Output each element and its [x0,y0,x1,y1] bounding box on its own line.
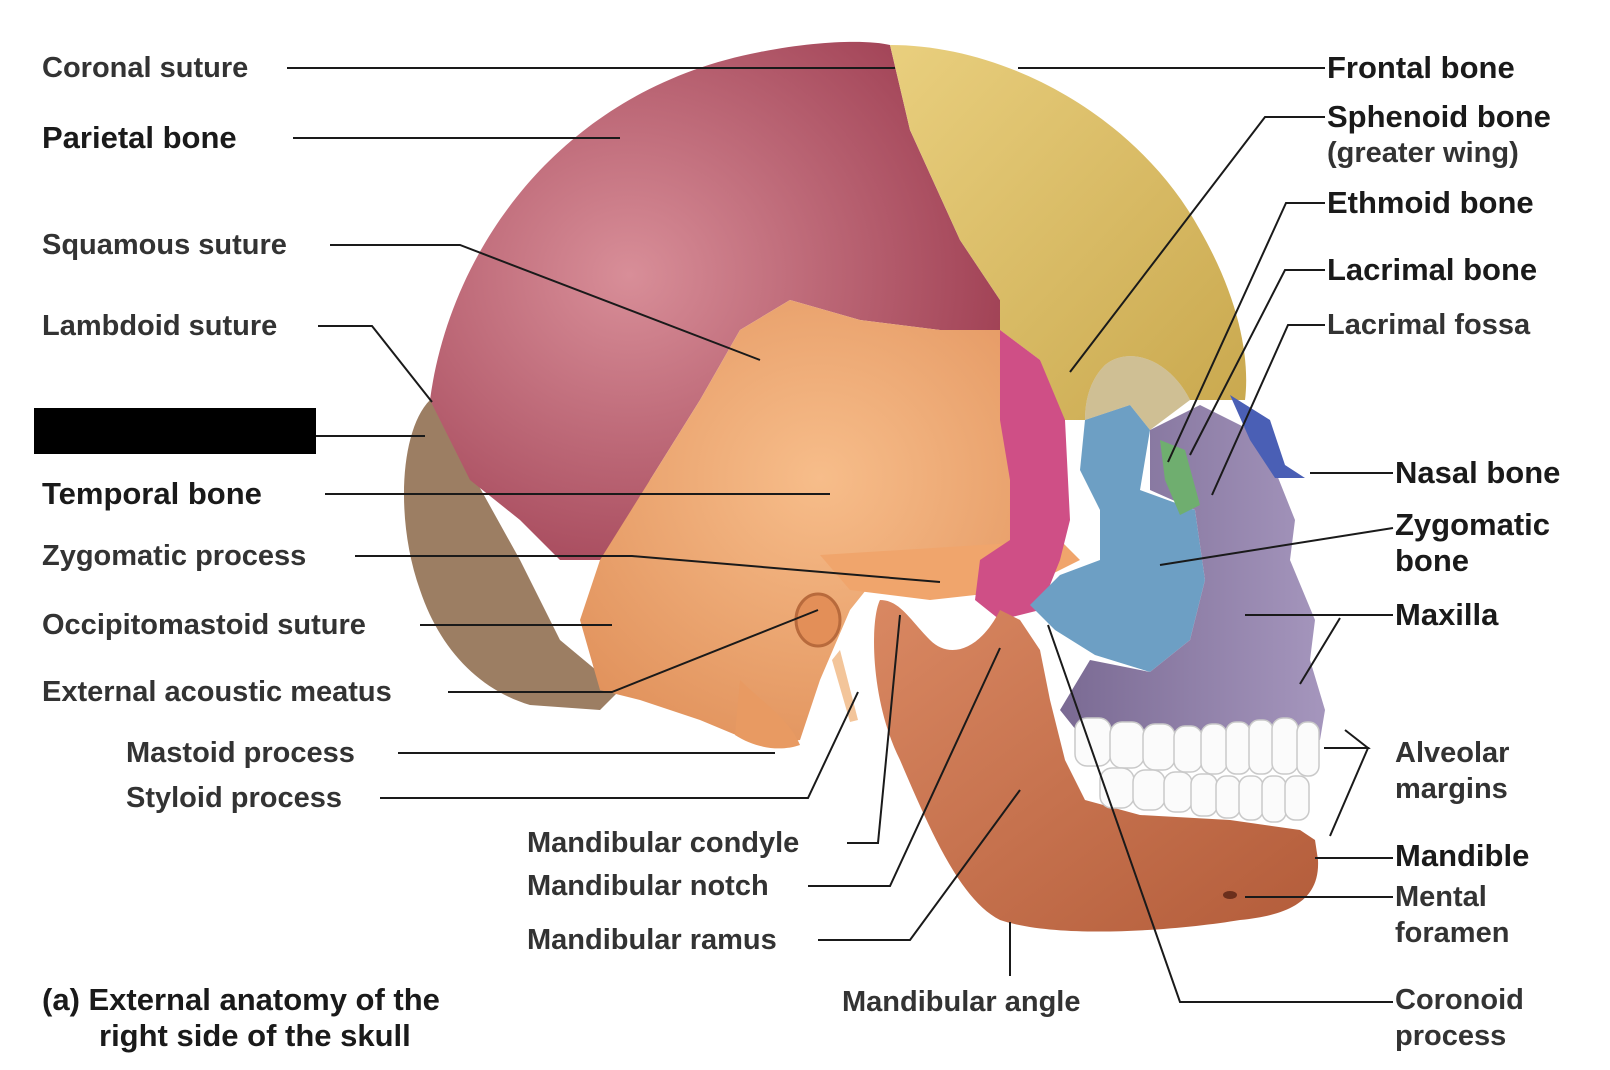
label-mandibular-notch: Mandibular notch [527,870,769,902]
figure-caption: (a) External anatomy of the right side o… [42,982,440,1054]
redacted-label [34,408,316,454]
label-alveolar-line1: Alveolar [1395,737,1510,769]
orbit-shadow [1085,356,1190,430]
external-acoustic-meatus-shape [794,592,842,648]
label-mastoid-process: Mastoid process [126,737,355,769]
sphenoid-bone [975,330,1070,620]
label-coronoid-line1: Coronoid [1395,984,1524,1016]
caption-line1: (a) External anatomy of the [42,982,440,1017]
label-occipitomastoid-suture: Occipitomastoid suture [42,609,366,641]
label-frontal-bone: Frontal bone [1327,50,1515,85]
label-mandibular-angle: Mandibular angle [842,986,1081,1018]
label-mental-line1: Mental [1395,881,1487,913]
label-mandible: Mandible [1395,838,1530,873]
leader-lines-left [287,67,1021,976]
caption-line2: right side of the skull [99,1018,411,1053]
label-zygomatic-process: Zygomatic process [42,540,307,572]
zygomatic-bone [1030,405,1205,672]
label-zygomatic-bone-line2: bone [1395,543,1470,578]
label-lacrimal-bone: Lacrimal bone [1327,252,1538,287]
label-nasal-bone: Nasal bone [1395,455,1561,490]
nasal-bone [1230,395,1305,478]
label-lambdoid-suture: Lambdoid suture [42,310,278,342]
label-coronal-suture: Coronal suture [42,52,249,84]
frontal-bone [890,45,1247,420]
label-styloid-process: Styloid process [126,782,342,814]
maxilla-bone [1060,405,1325,740]
label-mandibular-ramus: Mandibular ramus [527,924,777,956]
label-alveolar-line2: margins [1395,773,1508,805]
label-maxilla: Maxilla [1395,597,1499,632]
label-mental-line2: foramen [1395,917,1510,949]
label-temporal-bone: Temporal bone [42,476,262,511]
label-external-acoustic-meatus: External acoustic meatus [42,676,392,708]
label-lacrimal-fossa: Lacrimal fossa [1327,309,1531,341]
temporal-bone [580,300,1060,745]
label-coronoid-line2: process [1395,1020,1507,1052]
label-zygomatic-bone-line1: Zygomatic [1395,507,1551,542]
styloid-process-shape [832,650,858,722]
parietal-bone [430,41,1000,560]
label-sphenoid-bone: Sphenoid bone [1327,99,1551,134]
mental-foramen-shape [1223,891,1237,899]
label-parietal-bone: Parietal bone [42,120,237,155]
label-mandibular-condyle: Mandibular condyle [527,827,800,859]
lower-teeth [1099,767,1310,823]
label-squamous-suture: Squamous suture [42,229,287,261]
label-sphenoid-sub: (greater wing) [1327,137,1519,169]
leader-lines-right [1018,67,1394,1003]
upper-teeth [1074,717,1320,777]
label-ethmoid-bone: Ethmoid bone [1327,185,1534,220]
mandible-bone [874,600,1319,932]
mastoid-process-shape [735,680,800,749]
